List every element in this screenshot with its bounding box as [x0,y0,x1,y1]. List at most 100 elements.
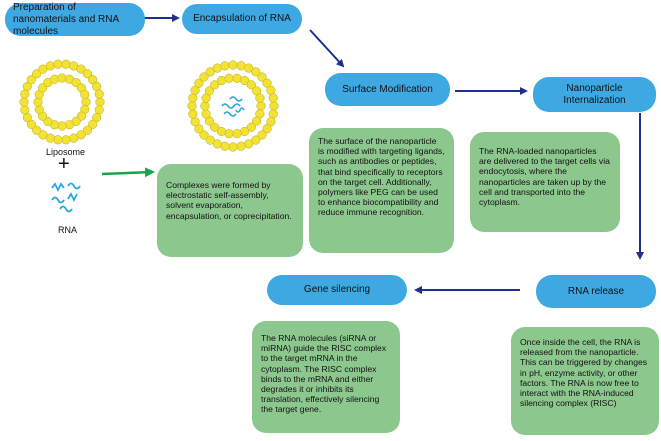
lipid-bead [61,135,71,145]
lipid-bead [92,112,102,123]
lipid-bead [199,72,209,82]
lipid-bead [32,69,42,79]
lipid-bead [32,125,42,135]
rna-label: RNA [58,225,78,235]
lipid-bead [220,141,230,151]
liposome-label: Liposome [46,147,86,157]
lipid-bead [240,75,250,86]
step-preparation: Preparation of nanomaterials and RNA mol… [5,2,145,37]
lipid-bead [205,67,215,77]
lipid-bead [232,73,242,83]
lipid-bead [266,85,276,95]
lipid-bead [269,101,279,111]
lipid-bead [82,69,92,79]
lipid-bead [257,72,267,82]
lipid-bead [20,89,30,99]
lipid-bead [194,124,204,134]
lipid-bead [33,97,43,107]
lipid-bead [94,105,104,115]
lipid-bead [268,93,278,103]
lipid-bead [80,90,90,100]
desc-surface-modification: The surface of the nanoparticle is modif… [309,128,454,253]
lipid-bead [266,117,276,127]
lipid-bead [187,101,197,111]
lipid-bead [22,112,32,123]
lipid-bead [38,130,48,140]
lipid-bead [236,141,246,151]
lipid-bead [199,130,209,140]
lipid-bead [216,126,226,137]
lipid-bead [57,73,67,83]
lipid-bead [240,126,250,137]
lipid-bead [205,135,215,145]
plus-sign: + [58,153,70,175]
lipid-bead [50,74,60,84]
lipid-bead [34,104,44,114]
lipid-bead [200,101,210,111]
lipid-bead [188,93,198,103]
lipid-bead [69,133,79,143]
rna-loaded-liposome-icon [187,60,279,152]
lipid-bead [262,124,272,134]
lipid-bead [64,120,74,130]
lipid-bead [204,86,214,96]
lipid-bead [251,135,261,145]
step-nanoparticle-internalization: Nanoparticle Internalization [533,77,656,112]
lipid-bead [246,122,256,132]
arrow-green-forming [101,167,155,178]
lipid-bead [244,139,254,149]
desc-gene-silencing: The RNA molecules (siRNA or miRNA) guide… [252,321,400,433]
liposome-icon [19,59,105,145]
lipid-bead [81,97,91,107]
lipid-bead [53,135,63,145]
lipid-bead [20,105,30,115]
lipid-bead [194,78,204,88]
lipid-bead [216,75,226,86]
lipid-bead [57,121,67,131]
lipid-bead [251,67,261,77]
lipid-bead [268,109,278,119]
lipid-bead [92,81,102,92]
lipid-bead [212,139,222,149]
rna-strand-icon [51,182,81,213]
lipid-bead [45,61,55,71]
step-encapsulation: Encapsulation of RNA [182,4,302,34]
lipid-bead [255,93,265,103]
lipid-bead [88,119,98,129]
lipid-bead [19,97,29,107]
lipid-bead [190,85,200,95]
lipid-bead [252,116,262,126]
lipid-bead [201,109,211,119]
step-surface-modification: Surface Modification [325,73,450,106]
lipid-bead [26,119,36,129]
lipid-bead [82,125,92,135]
lipid-bead [232,129,242,139]
lipid-bead [246,80,256,90]
lipid-bead [61,59,71,69]
lipid-bead [210,80,220,90]
desc-internalization: The RNA-loaded nanoparticles are deliver… [470,132,620,232]
desc-complexes: Complexes were formed by electrostatic s… [157,164,303,257]
lipid-bead [262,78,272,88]
lipid-bead [26,75,36,85]
step-gene-silencing: Gene silencing [267,275,407,305]
lipid-bead [95,97,105,107]
lipid-bead [190,117,200,127]
step-rna-release: RNA release [536,275,656,308]
lipid-bead [228,142,238,152]
lipid-bead [257,130,267,140]
desc-rna-release: Once inside the cell, the RNA is release… [511,327,659,435]
encapsulated-rna-icon [221,96,245,117]
lipid-bead [236,61,246,71]
lipid-bead [22,81,32,92]
lipid-bead [88,75,98,85]
lipid-bead [76,64,86,74]
lipid-bead [224,73,234,83]
lipid-bead [256,101,266,111]
lipid-bead [53,59,63,69]
arrow-encap-to-surface [309,29,345,68]
lipid-bead [212,63,222,73]
lipid-bead [188,109,198,119]
lipid-bead [220,61,230,71]
